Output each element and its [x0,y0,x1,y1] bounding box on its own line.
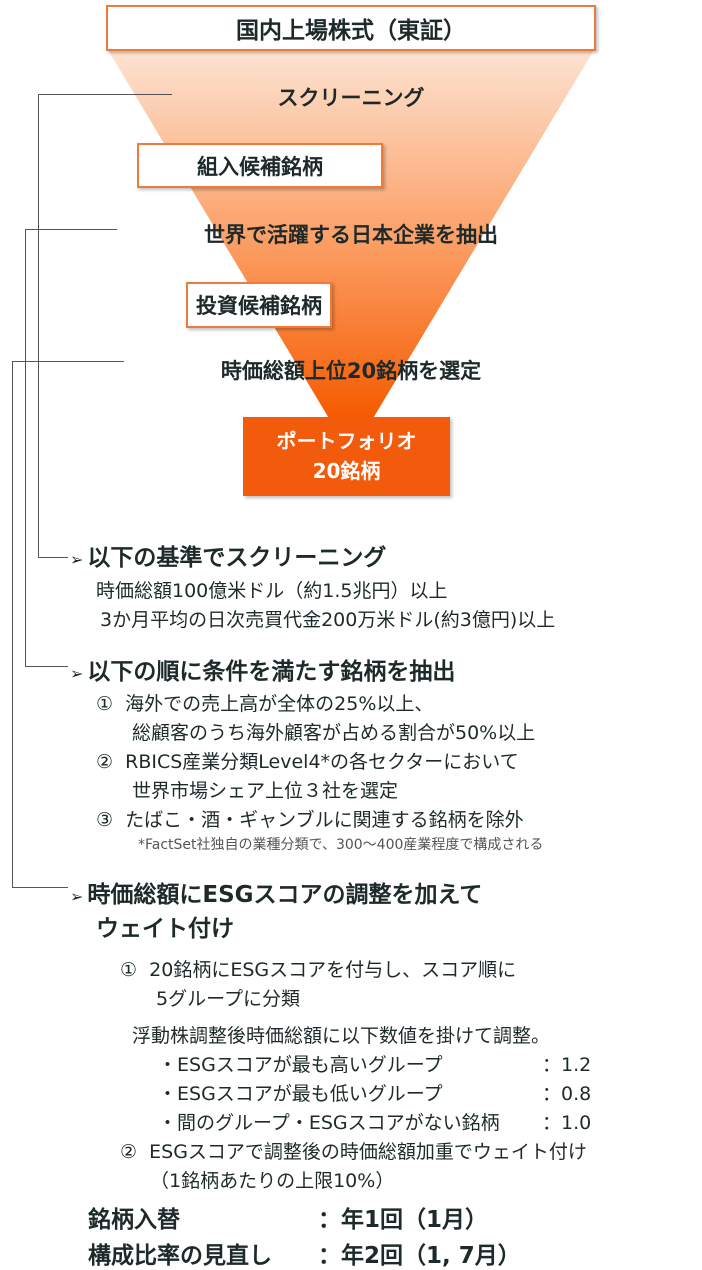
portfolio-label: ポートフォリオ [276,429,417,453]
item-number: ② [120,1141,138,1163]
item-text: RBICS産業分類Level4*の各セクターにおいて [125,751,519,773]
candidate-box: 組入候補銘柄 [137,143,383,188]
schedule-value: ：年2回（1, 7月） [318,1243,521,1269]
funnel-shape [108,50,594,420]
connector-line-2 [25,229,117,230]
section-heading-cont: ウェイト付け [96,916,234,942]
item-number: ② [96,751,114,773]
item-number: ③ [96,809,114,831]
section-extract: ➢以下の順に条件を満たす銘柄を抽出 ① 海外での売上高が全体の25%以上、 総顧… [70,652,543,854]
schedule-label: 構成比率の見直し [88,1243,272,1269]
schedule-label: 銘柄入替 [88,1207,180,1233]
item-number: ① [96,693,114,715]
connector-line-2v [25,229,26,666]
adjust-label: ・ESGスコアが最も低いグループ [158,1083,443,1105]
connector-line-3v [12,361,13,887]
portfolio-box: ポートフォリオ 20銘柄 [243,417,450,496]
adjust-value: ：0.8 [542,1083,592,1105]
connector-line-3 [12,361,124,362]
item-text: 世界市場シェア上位３社を選定 [132,780,399,802]
item-text: ESGスコアで調整後の時価総額加重でウェイト付け [149,1141,587,1163]
section-weighting: ➢時価総額にESGスコアの調整を加えて ウェイト付け ① 20銘柄にESGスコア… [70,875,591,1193]
adjust-value: ：1.0 [542,1112,592,1134]
section-heading: 以下の順に条件を満たす銘柄を抽出 [87,659,456,685]
item-number: ① [120,959,138,981]
arrow-bullet-icon: ➢ [70,550,84,569]
connector-line-1 [38,94,172,95]
item-text: 5グループに分類 [156,988,300,1010]
step-select: 時価総額上位20銘柄を選定 [220,359,482,383]
item-text: たばこ・酒・ギャンブルに関連する銘柄を除外 [125,809,524,831]
item-text: （1銘柄あたりの上限10%） [150,1170,395,1192]
section-heading: 時価総額にESGスコアの調整を加えて [87,882,483,908]
connector-line-2h [25,666,68,667]
arrow-bullet-icon: ➢ [70,887,84,906]
schedule-value: ：年1回（1月） [318,1207,489,1233]
investment-box: 投資候補銘柄 [186,282,332,328]
item-text: 総顧客のうち海外顧客が占める割合が50%以上 [132,722,536,744]
item-text: 海外での売上高が全体の25%以上、 [125,693,434,715]
funnel-top-box: 国内上場株式（東証） [106,5,596,51]
portfolio-count: 20銘柄 [312,459,381,483]
item-text: 20銘柄にESGスコアを付与し、スコア順に [149,959,517,981]
adjust-intro: 浮動株調整後時価総額に以下数値を掛けて調整。 [132,1025,551,1047]
arrow-bullet-icon: ➢ [70,664,84,683]
criterion: 時価総額100億米ドル（約1.5兆円）以上 [96,580,448,602]
section-screening: ➢以下の基準でスクリーニング 時価総額100億米ドル（約1.5兆円）以上 3か月… [70,538,555,632]
adjust-label: ・間のグループ・ESGスコアがない銘柄 [158,1112,500,1134]
step-extract: 世界で活躍する日本企業を抽出 [204,223,498,247]
adjust-value: ：1.2 [542,1054,592,1076]
criterion: 3か月平均の日次売買代金200万米ドル(約3億円)以上 [100,609,556,631]
connector-line-1v [38,94,39,557]
connector-line-3h [12,887,68,888]
connector-line-1h [38,557,68,558]
footer-schedule: 銘柄入替 ：年1回（1月） 構成比率の見直し ：年2回（1, 7月） [88,1200,521,1270]
footnote: *FactSet社独自の業種分類で、300〜400産業程度で構成される [138,837,544,853]
step-screening: スクリーニング [277,86,425,110]
section-heading: 以下の基準でスクリーニング [87,545,387,571]
adjust-label: ・ESGスコアが最も高いグループ [158,1054,443,1076]
